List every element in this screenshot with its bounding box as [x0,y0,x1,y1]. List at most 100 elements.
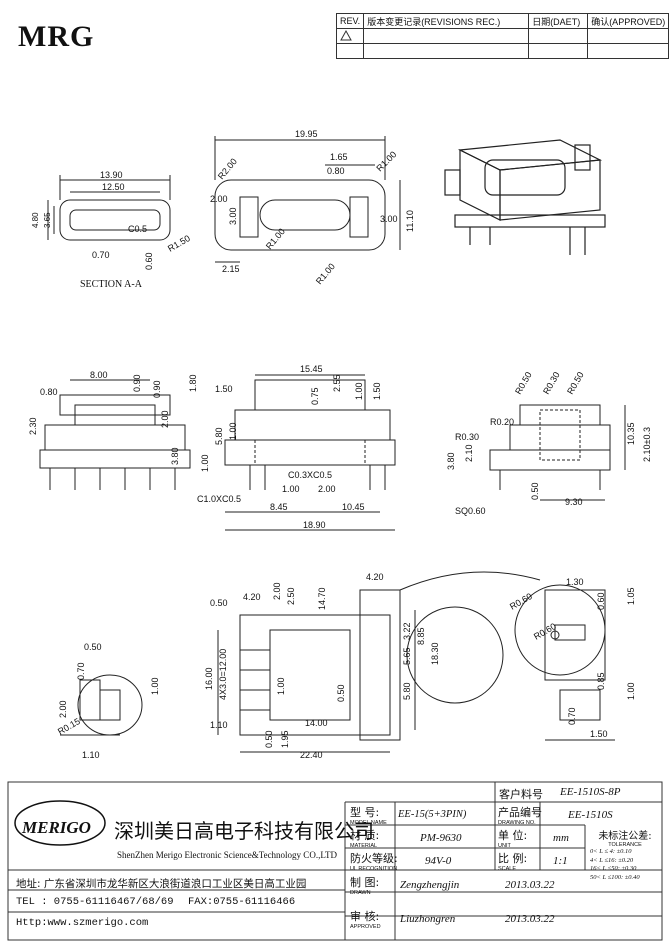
revision-table: REV. 版本变更记录(REVISIONS REC.) 日期(DAET) 确认(… [335,13,670,59]
dim-11.10: 11.10 [405,210,415,232]
dim-3.80: 3.80 [170,447,180,465]
dim-r1.00-b: R1.00 [264,226,287,251]
company-address: 地址: 广东省深圳市龙华新区大浪街道浪口工业区美日高工业园 [16,878,307,890]
dim-0.70: 0.70 [92,250,110,260]
flame-label: 防火等级: [350,852,398,865]
model-value: EE-15(5+3PIN) [398,809,467,820]
dim-1.00-f: 1.00 [150,677,160,695]
dim-r1.00-c: R1.00 [314,261,337,286]
model-label: 型 号: [350,806,380,819]
merigo-logo-ring [14,800,106,846]
dim-2.00-c: 2.00 [318,484,336,494]
dim-1.00-b: 1.00 [228,422,238,440]
dim-1.95: 1.95 [280,730,290,748]
dim-0.80-b: 0.80 [40,387,58,397]
isometric-view [444,139,606,255]
customer-part-label: 客户料号 [499,788,543,801]
dim-16.00: 16.00 [204,667,214,690]
dim-r0.50-a: R0.50 [513,370,534,396]
dim-c1.0xc0.5: C1.0XC0.5 [197,494,241,504]
dim-8.00: 8.00 [90,370,108,380]
company-tel: TEL : 0755-61116467/68/69 [16,896,174,908]
dim-r1.00-a: R1.00 [374,149,398,173]
dim-4x3.0: 4X3.0=12.00 [218,649,228,700]
material-label-en: MATERIAL [350,843,378,849]
dim-r0.20: R0.20 [490,417,514,427]
dim-1.00-e: 1.00 [276,677,286,695]
section-a-a-view [47,175,171,241]
dim-0.75: 0.75 [310,387,320,405]
technical-drawing: 13.90 12.50 4.80 3.65 C0.5 R1.50 0.70 0.… [28,129,652,760]
material-label: 材 质: [350,829,380,842]
dim-1.50-b: 1.50 [590,729,608,739]
dim-0.70-b: 0.70 [76,662,86,680]
drawn-label-en: DRAWN [350,890,371,896]
dim-2.30: 2.30 [28,417,38,435]
dim-8.85: 8.85 [416,627,426,645]
tolerance-label-en: TOLERANCE [608,842,642,848]
dim-0.90-b: 0.90 [152,380,162,398]
dim-2.15: 2.15 [222,264,240,274]
dim-0.60-b: 0.60 [596,592,606,610]
company-website: Http:www.szmerigo.com [16,917,149,929]
dim-3.65: 3.65 [43,212,52,228]
side-view-right [489,404,626,501]
section-a-a-label: SECTION A-A [80,279,143,290]
dim-14.00: 14.00 [305,718,328,728]
unit-label-en: UNIT [498,843,511,849]
dim-r0.30-a: R0.30 [541,370,562,396]
drawn-value: Zengzhengjin [400,879,460,891]
dim-2.55: 2.55 [332,374,342,392]
tolerance-label: 未标注公差: [598,831,652,842]
dim-4.80: 4.80 [31,212,40,228]
dim-2.00-e: 2.00 [58,700,68,718]
rev-triangle-icon [335,28,365,44]
dim-1.50-c: 1.50 [372,382,382,400]
dim-3.00-a: 3.00 [228,207,238,225]
dim-0.90-a: 0.90 [132,374,142,392]
dim-2.50: 2.50 [286,587,296,605]
dim-1.50: 1.50 [215,384,233,394]
dim-18.30: 18.30 [430,642,440,665]
detail-left [60,674,143,736]
dim-3.22: 3.22 [402,622,412,640]
dim-1.80: 1.80 [188,374,198,392]
dim-c0.3xc0.5: C0.3XC0.5 [288,470,332,480]
dim-0.80: 0.80 [327,166,345,176]
merigo-logo: MERIGO [22,818,91,837]
dim-2.00-b: 2.00 [160,410,170,428]
dim-0.50-e: 0.50 [84,642,102,652]
dim-15.45: 15.45 [300,364,323,374]
dim-sq0.60: SQ0.60 [455,506,486,516]
dim-1.00-g: 1.00 [626,682,636,700]
dim-14.70: 14.70 [317,587,327,610]
dim-2.10-b: 2.10 [464,444,474,462]
dim-2.10: 2.10±0.3 [642,427,652,462]
dim-4.20-c: 4.20 [366,572,384,582]
dim-12.50: 12.50 [102,182,125,192]
approved-label: 审 核: [350,910,380,923]
dim-r0.15: R0.15 [56,716,82,737]
dim-1.00-c: 1.00 [200,454,210,472]
drawing-no-value: EE-1510S [568,809,613,821]
approved-label-en: APPROVED [350,924,381,930]
dim-0.50: 0.50 [530,482,540,500]
dim-5.80-b: 5.80 [402,682,412,700]
tolerance-table: 0< L ≤ 4: ±0.10 4< L ≤16: ±0.20 16< L ≤5… [590,848,640,881]
dim-8.45: 8.45 [270,502,288,512]
dim-1.00-a: 1.00 [354,382,364,400]
dim-1.30: 1.30 [566,577,584,587]
dim-9.30: 9.30 [565,497,583,507]
dim-1.65: 1.65 [330,152,348,162]
dim-c0.5: C0.5 [128,224,147,234]
dim-0.85: 0.85 [596,672,606,690]
dim-r0.50-b: R0.50 [565,370,586,396]
dim-r1.50: R1.50 [166,233,192,254]
drawn-label: 制 图: [350,876,380,889]
dim-5.65: 5.65 [402,647,412,665]
company-name-cn: 深圳美日高电子科技有限公司 [114,819,374,843]
dim-r0.30-b: R0.30 [455,432,479,442]
customer-part-value: EE-1510S-8P [560,786,621,798]
dim-5.80: 5.80 [214,427,224,445]
unit-value: mm [553,832,569,844]
